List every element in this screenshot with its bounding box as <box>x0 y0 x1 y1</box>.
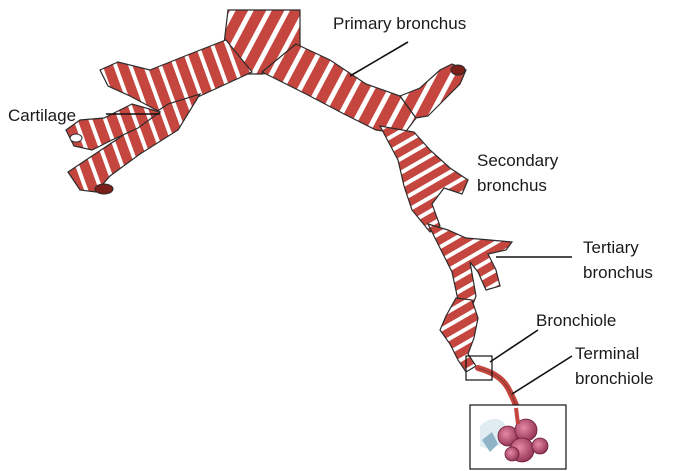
small-bronchi-shape <box>440 298 478 372</box>
secondary-bronchus-shape <box>380 126 468 232</box>
label-primary-bronchus: Primary bronchus <box>333 14 466 33</box>
leader-terminal-bronchiole <box>512 356 572 394</box>
label-cartilage: Cartilage <box>8 106 76 125</box>
label-bronchiole: Bronchiole <box>536 311 616 330</box>
label-tertiary-bronchus-line2: bronchus <box>583 263 653 282</box>
leader-primary-bronchus <box>350 42 408 76</box>
leader-bronchiole <box>490 330 538 362</box>
right-primary-bronchus <box>262 44 466 134</box>
label-secondary-bronchus-line2: bronchus <box>477 176 547 195</box>
tertiary-bronchus-shape <box>428 224 512 312</box>
label-secondary-bronchus-line1: Secondary <box>477 151 559 170</box>
alveoli-inset <box>470 405 566 469</box>
label-tertiary-bronchus-line1: Tertiary <box>583 238 639 257</box>
label-terminal-bronchiole-line1: Terminal <box>575 344 639 363</box>
label-terminal-bronchiole-line2: bronchiole <box>575 369 653 388</box>
left-bronchial-branches <box>66 40 252 194</box>
